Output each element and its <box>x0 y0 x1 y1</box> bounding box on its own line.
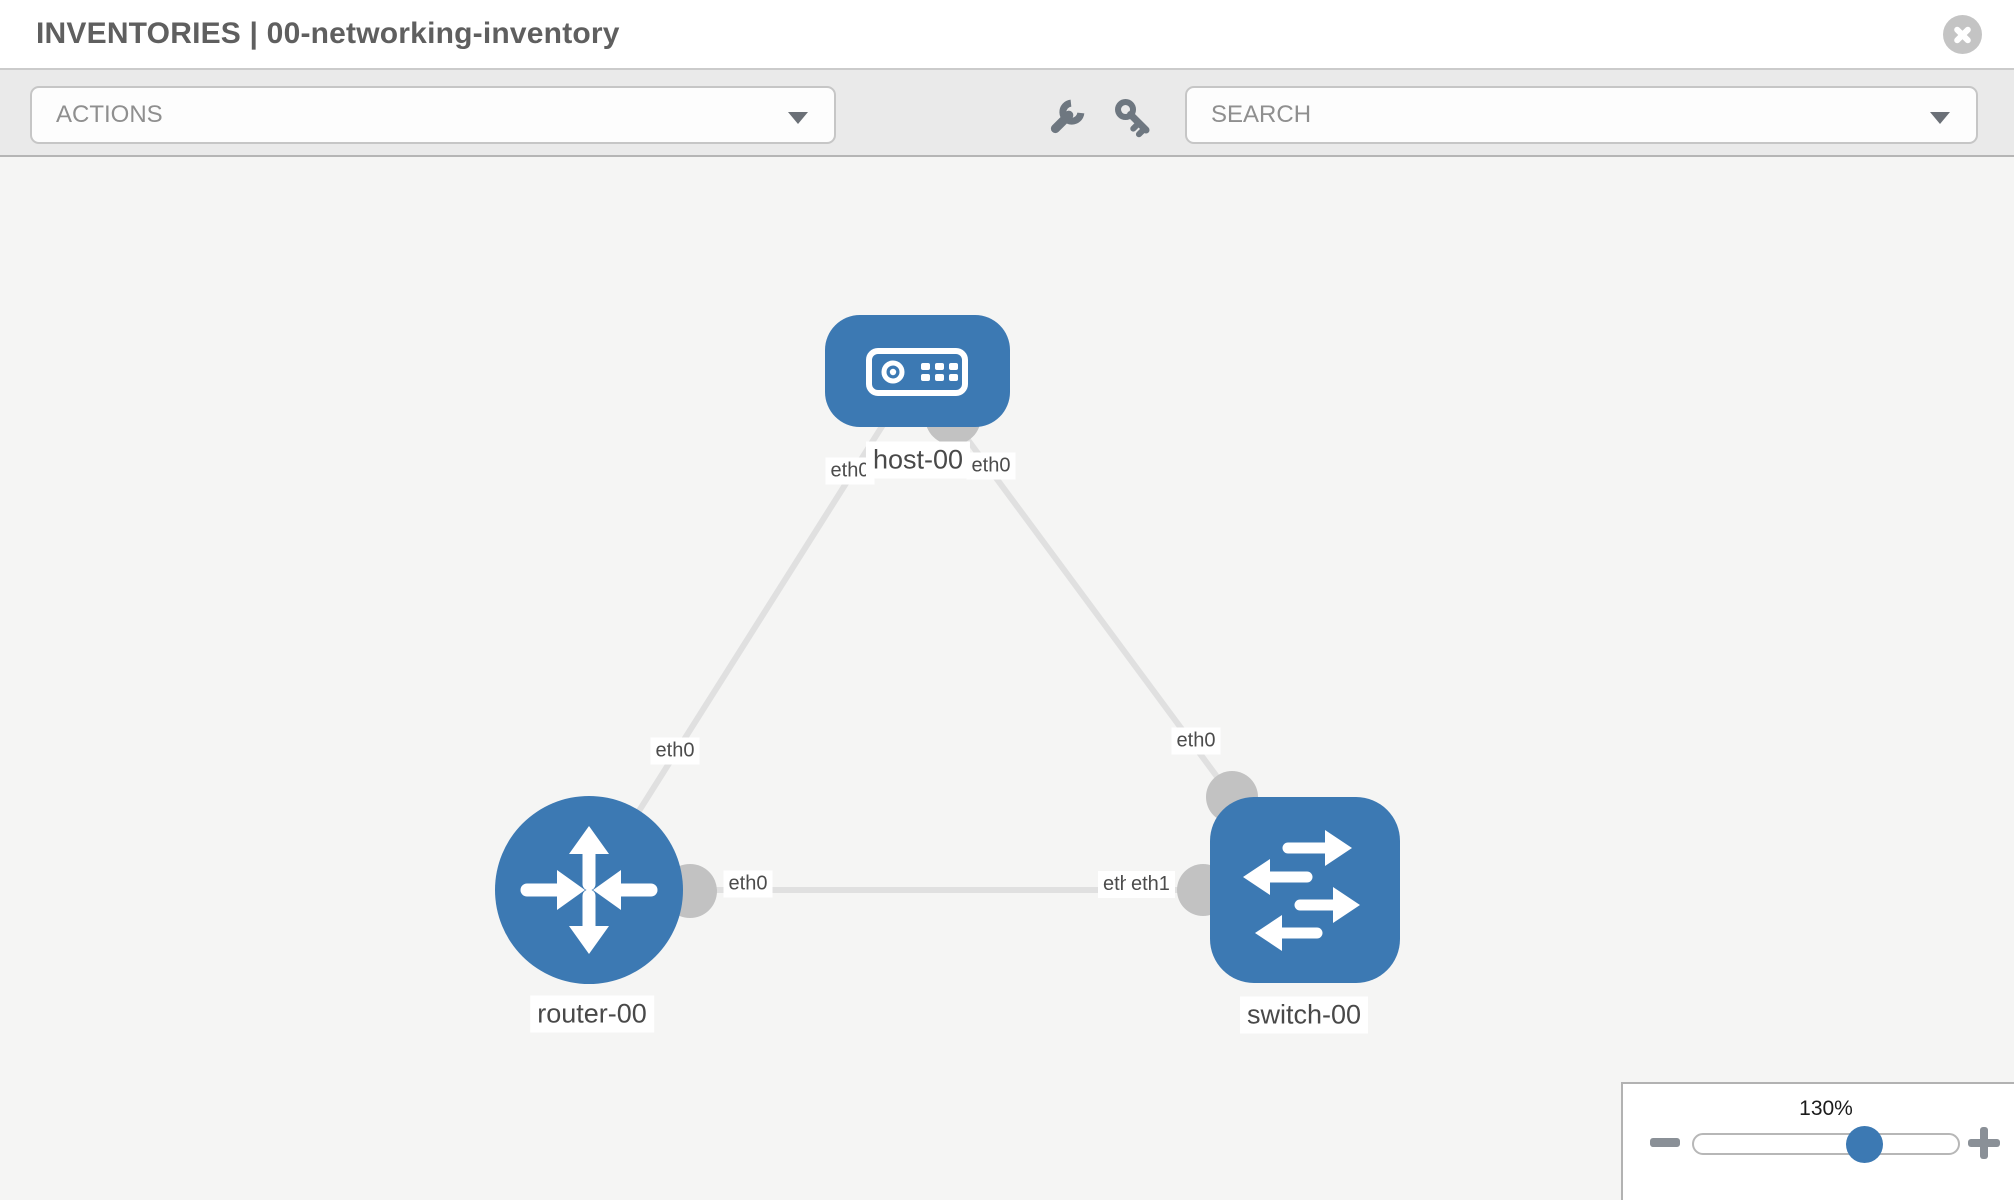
chevron-down-icon <box>788 112 808 124</box>
wrench-icon <box>1050 99 1085 134</box>
wrench-button[interactable] <box>1044 96 1088 140</box>
iface-label: eth0 <box>650 737 700 765</box>
zoom-level-value: 130% <box>1799 1097 1853 1120</box>
switch-arrows-icon <box>1243 830 1360 951</box>
node-host[interactable] <box>825 315 1010 427</box>
router-arrows-icon <box>520 826 658 954</box>
zoom-slider-track[interactable] <box>1692 1133 1960 1155</box>
key-icon <box>1115 99 1150 138</box>
chevron-down-icon <box>1930 112 1950 124</box>
plus-icon <box>1980 1127 1988 1159</box>
node-switch[interactable] <box>1210 797 1400 983</box>
key-button[interactable] <box>1112 96 1156 140</box>
actions-dropdown[interactable]: ACTIONS <box>30 86 836 144</box>
zoom-in-button[interactable] <box>1968 1127 2000 1159</box>
search-dropdown-label: SEARCH <box>1211 101 1312 128</box>
node-label-host: host-00 <box>865 441 971 479</box>
actions-dropdown-label: ACTIONS <box>56 101 163 128</box>
zoom-widget: 130% <box>1621 1082 2014 1200</box>
page-title: INVENTORIES | 00-networking-inventory <box>36 17 620 50</box>
node-label-router: router-00 <box>530 995 654 1033</box>
close-button[interactable] <box>1943 15 1982 54</box>
header: INVENTORIES | 00-networking-inventory <box>0 0 2014 68</box>
iface-label: eth0 <box>966 452 1016 480</box>
iface-label: eth0 <box>723 870 773 898</box>
iface-label: eth0 <box>825 457 875 485</box>
iface-label: eth1 <box>1126 871 1175 898</box>
iface-label: eth0 <box>1171 727 1221 755</box>
zoom-out-button[interactable] <box>1650 1138 1680 1147</box>
toolbar: ACTIONS SEARCH <box>0 68 2014 157</box>
zoom-slider-handle[interactable] <box>1846 1126 1883 1163</box>
node-router[interactable] <box>495 796 683 984</box>
node-label-switch: switch-00 <box>1239 996 1369 1034</box>
search-dropdown[interactable]: SEARCH <box>1185 86 1978 144</box>
server-icon <box>866 348 968 396</box>
